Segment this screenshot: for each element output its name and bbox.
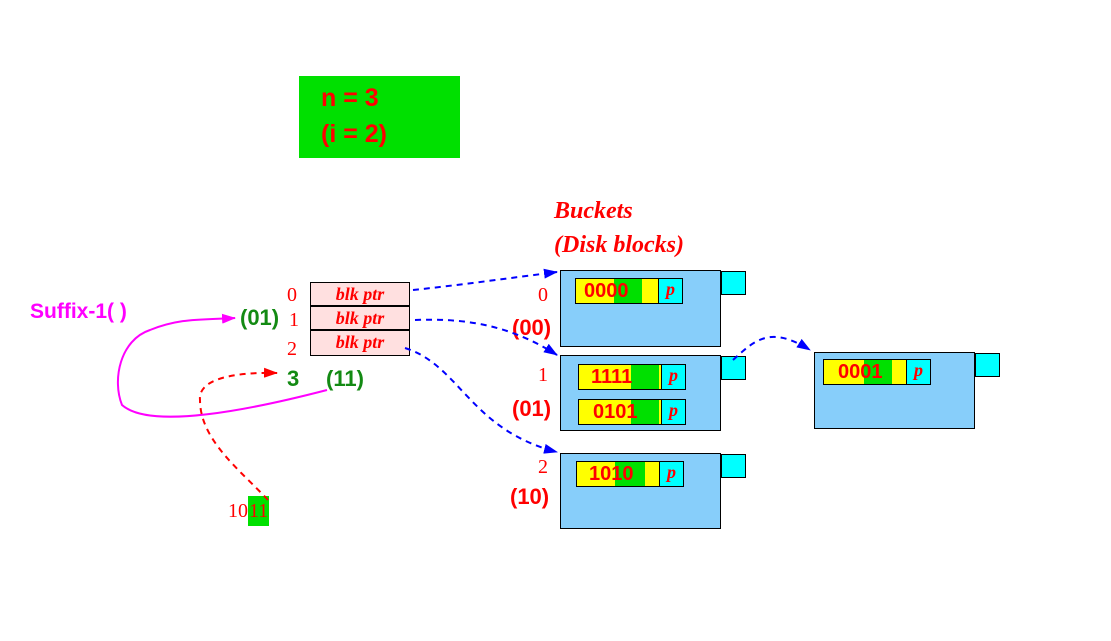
bucket-2-overflow-tab xyxy=(721,454,746,478)
record-pointer: p xyxy=(661,400,685,424)
search-key-prefix: 10 xyxy=(228,500,248,522)
bucket-suffix-2: (10) xyxy=(510,484,550,509)
search-key: 1011 xyxy=(228,496,270,530)
record-pointer: p xyxy=(906,360,930,384)
arrow-dir1-bucket1 xyxy=(414,318,558,356)
bucket-index-2: 2 xyxy=(538,456,548,478)
dir-index-0: 0 xyxy=(287,284,297,306)
arrow-bucket1-overflow xyxy=(732,335,811,361)
bucket-index-1: 1 xyxy=(538,364,548,386)
record-pointer: p xyxy=(661,365,685,389)
dir-index-1: 1 xyxy=(289,309,299,331)
bucket-0: 0000 p xyxy=(560,270,746,347)
overflow-bucket-tab xyxy=(975,353,1000,377)
bucket-suffix-1: (01) xyxy=(512,396,552,421)
overflow-bucket-record: 0001 p xyxy=(823,359,931,385)
record-pointer: p xyxy=(659,462,683,486)
directory-cell-1: blk ptr xyxy=(310,306,410,330)
bucket-0-record: 0000 p xyxy=(575,278,683,304)
bucket-2: 1010 p xyxy=(560,453,746,529)
bucket-2-record: 1010 p xyxy=(576,461,684,487)
info-box: n = 3 (i = 2) xyxy=(299,76,460,158)
info-n: n = 3 xyxy=(321,84,379,112)
suffix-function-label: Suffix-1( ) xyxy=(30,300,127,323)
search-key-arrow xyxy=(198,367,278,501)
search-key-suffix: 11 xyxy=(248,496,270,526)
bucket-1: 1111 p 0101 p xyxy=(560,355,746,431)
suffix-function-arrow xyxy=(116,313,328,418)
directory-to-bucket-arrows xyxy=(404,268,811,454)
bucket-1-record-1: 1111 p xyxy=(578,364,686,390)
bucket-suffix-0: (00) xyxy=(512,315,552,340)
bucket-index-0: 0 xyxy=(538,284,548,306)
info-i: (i = 2) xyxy=(321,120,387,148)
new-dir-index: 3 xyxy=(287,366,300,391)
new-dir-suffix: (11) xyxy=(326,366,364,391)
suffix-result-label: (01) xyxy=(240,305,280,330)
bucket-1-record-2: 0101 p xyxy=(578,399,686,425)
arrow-dir0-bucket0 xyxy=(412,268,558,291)
record-pointer: p xyxy=(658,279,682,303)
buckets-title: Buckets xyxy=(554,198,633,224)
directory-cell-2: blk ptr xyxy=(310,330,410,356)
arrow-dir2-bucket2 xyxy=(404,347,558,454)
bucket-0-overflow-tab xyxy=(721,271,746,295)
dir-index-2: 2 xyxy=(287,338,297,360)
buckets-subtitle: (Disk blocks) xyxy=(554,232,684,258)
directory-cell-0: blk ptr xyxy=(310,282,410,306)
overflow-bucket: 0001 p xyxy=(814,352,1000,429)
